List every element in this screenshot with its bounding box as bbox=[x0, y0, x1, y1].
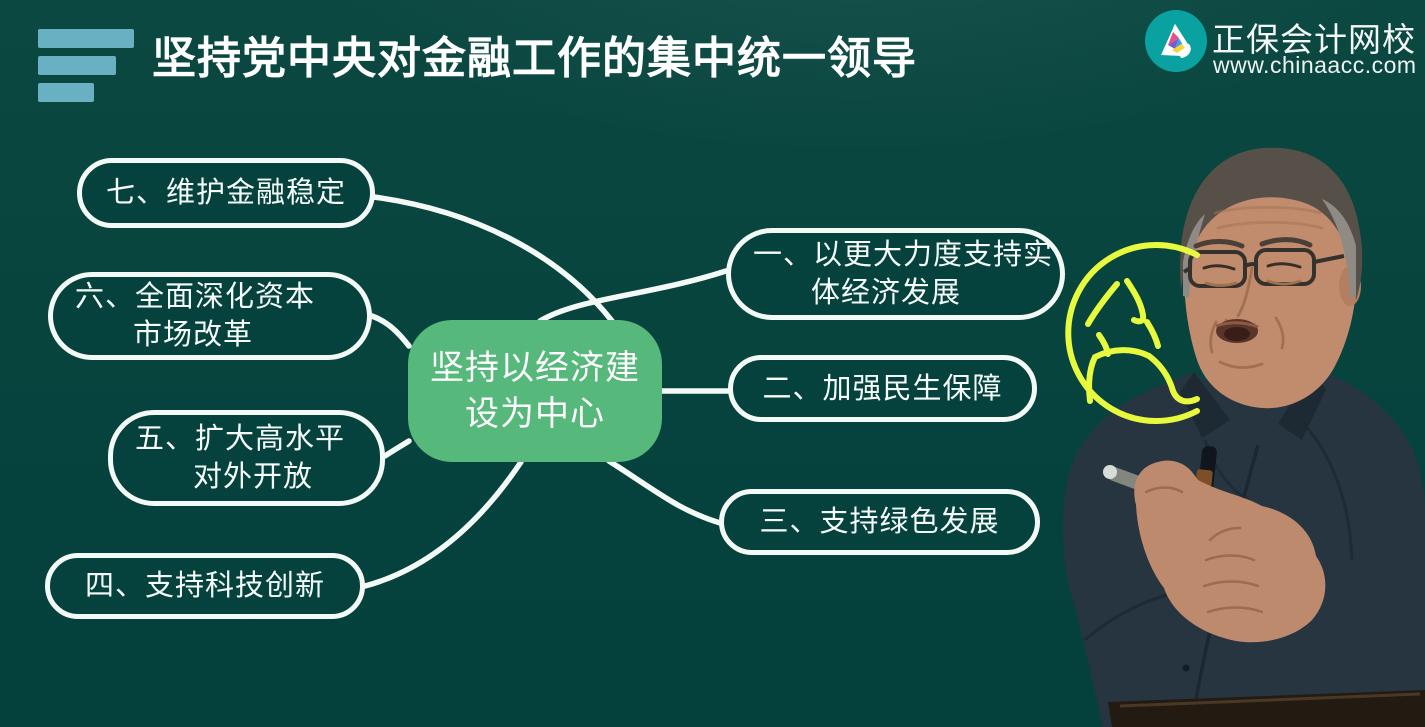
node-1-line2: 体经济发展 bbox=[811, 277, 962, 309]
center-node-line2: 设为中心 bbox=[465, 395, 605, 433]
node-7-line1: 七、维护金融稳定 bbox=[105, 177, 346, 209]
mindmap-node-5: 五、扩大高水平 对外开放 bbox=[108, 410, 385, 506]
node-6-line1: 六、全面深化资本 bbox=[75, 281, 316, 313]
node-5-line1: 五、扩大高水平 bbox=[135, 423, 346, 455]
mindmap-node-6: 六、全面深化资本 市场改革 bbox=[48, 272, 372, 360]
brand-name: 正保会计网校 bbox=[1212, 21, 1416, 58]
mindmap-node-1: 一、以更大力度支持实 体经济发展 bbox=[726, 228, 1065, 320]
node-5-line2: 对外开放 bbox=[193, 461, 314, 493]
brand-website: www.chinaacc.com bbox=[1213, 52, 1417, 78]
node-1-line1: 一、以更大力度支持实 bbox=[753, 239, 1054, 271]
center-node-line1: 坚持以经济建 bbox=[430, 349, 640, 387]
list-bar-bottom bbox=[38, 83, 94, 102]
mindmap-node-4: 四、支持科技创新 bbox=[45, 553, 365, 619]
node-3-line1: 三、支持绿色发展 bbox=[759, 506, 1000, 538]
page-title: 坚持党中央对金融工作的集中统一领导 bbox=[152, 34, 917, 83]
mindmap-center-node: 坚持以经济建 设为中心 bbox=[408, 320, 662, 462]
mindmap-node-7: 七、维护金融稳定 bbox=[77, 158, 375, 228]
mindmap-node-2: 二、加强民生保障 bbox=[728, 355, 1037, 422]
mindmap-node-3: 三、支持绿色发展 bbox=[719, 489, 1040, 555]
node-2-line1: 二、加强民生保障 bbox=[762, 372, 1003, 405]
node-6-line2: 市场改革 bbox=[133, 319, 254, 351]
brand-logo-icon bbox=[1145, 10, 1207, 72]
list-bar-top bbox=[38, 29, 134, 48]
list-bars-icon bbox=[38, 29, 148, 104]
node-4-line1: 四、支持科技创新 bbox=[84, 570, 325, 602]
list-bar-middle bbox=[38, 56, 116, 75]
